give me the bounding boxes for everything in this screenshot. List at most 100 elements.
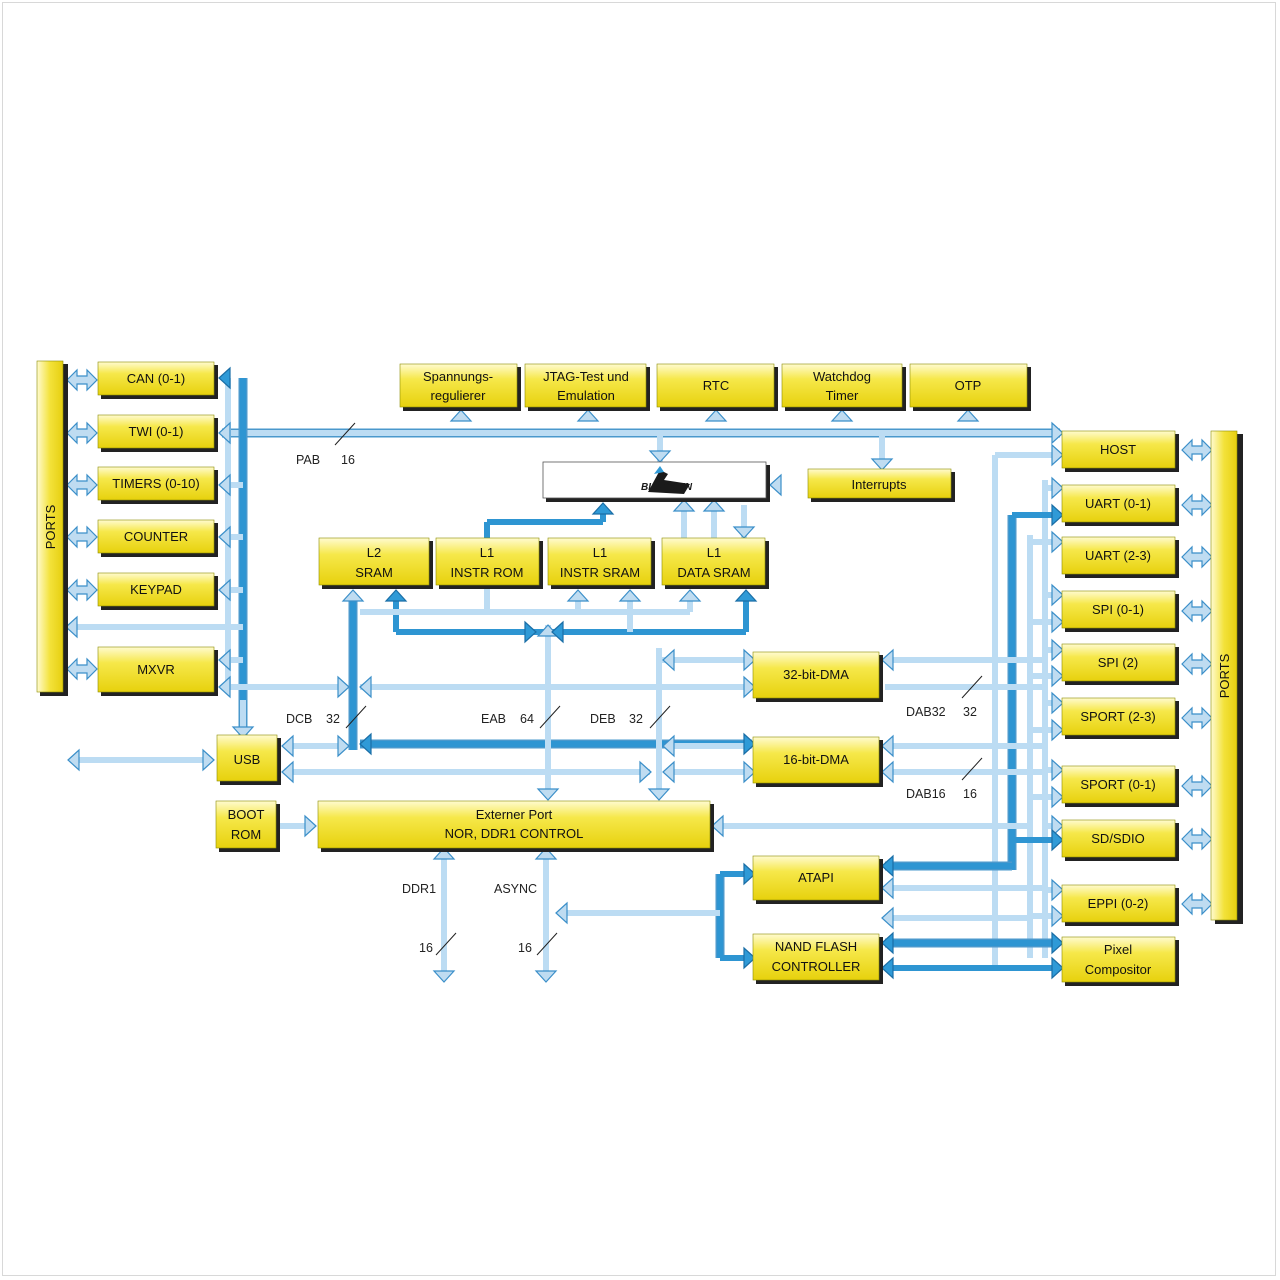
svg-text:SPORT (0-1): SPORT (0-1)	[1080, 777, 1155, 792]
uart01-block: UART (0-1)	[1061, 484, 1179, 526]
l1-instr-rom-block: L1 INSTR ROM	[435, 537, 543, 589]
svg-text:TWI (0-1): TWI (0-1)	[129, 424, 184, 439]
pixel-compositor-block: Pixel Compositor	[1061, 936, 1179, 986]
svg-text:L1: L1	[593, 545, 607, 560]
svg-text:L2: L2	[367, 545, 381, 560]
ports-left-label: PORTS	[43, 504, 58, 549]
svg-text:SPI (0-1): SPI (0-1)	[1092, 602, 1144, 617]
svg-text:COUNTER: COUNTER	[124, 529, 188, 544]
svg-text:CAN (0-1): CAN (0-1)	[127, 371, 186, 386]
nand-flash-controller-block: NAND FLASH CONTROLLER	[752, 933, 883, 984]
external-port-block: Externer Port NOR, DDR1 CONTROL	[317, 800, 714, 852]
pab-width: 16	[341, 453, 355, 467]
svg-text:Compositor: Compositor	[1085, 962, 1152, 977]
l1-instr-sram-block: L1 INSTR SRAM	[547, 537, 655, 589]
svg-text:regulierer: regulierer	[431, 388, 487, 403]
spannungsregulierer-block: Spannungs- regulierer	[399, 363, 521, 411]
svg-text:32-bit-DMA: 32-bit-DMA	[783, 667, 849, 682]
ports-left-bar: PORTS	[36, 360, 68, 696]
otp-block: OTP	[909, 363, 1031, 411]
svg-text:SPI (2): SPI (2)	[1098, 655, 1138, 670]
eab-width: 64	[520, 712, 534, 726]
svg-text:TIMERS (0-10): TIMERS (0-10)	[112, 476, 199, 491]
svg-text:OTP: OTP	[955, 378, 982, 393]
svg-text:MXVR: MXVR	[137, 662, 175, 677]
counter-block: COUNTER	[97, 519, 218, 557]
svg-text:Timer: Timer	[826, 388, 859, 403]
svg-text:UART (2-3): UART (2-3)	[1085, 548, 1151, 563]
svg-text:16-bit-DMA: 16-bit-DMA	[783, 752, 849, 767]
arrow-heads	[65, 366, 1213, 983]
usb-block: USB	[216, 734, 281, 785]
rtc-block: RTC	[656, 363, 778, 411]
svg-text:SD/SDIO: SD/SDIO	[1091, 831, 1144, 846]
svg-text:INSTR SRAM: INSTR SRAM	[560, 565, 640, 580]
dab32-label: DAB32	[906, 705, 946, 719]
dcb-width: 32	[326, 712, 340, 726]
ports-right-bar: PORTS	[1210, 430, 1243, 924]
svg-text:HOST: HOST	[1100, 442, 1136, 457]
svg-text:JTAG-Test und: JTAG-Test und	[543, 369, 629, 384]
l1-data-sram-block: L1 DATA SRAM	[661, 537, 769, 589]
dab32-width: 32	[963, 705, 977, 719]
svg-text:ATAPI: ATAPI	[798, 870, 834, 885]
ddr1-width: 16	[419, 941, 433, 955]
host-block: HOST	[1061, 430, 1179, 472]
svg-text:SPORT (2-3): SPORT (2-3)	[1080, 709, 1155, 724]
svg-text:L1: L1	[480, 545, 494, 560]
svg-text:INSTR ROM: INSTR ROM	[451, 565, 524, 580]
svg-text:CONTROLLER: CONTROLLER	[772, 959, 861, 974]
svg-text:Watchdog: Watchdog	[813, 369, 871, 384]
async-width: 16	[518, 941, 532, 955]
svg-text:Emulation: Emulation	[557, 388, 615, 403]
blackfin-core: BLACKFIN	[542, 461, 770, 502]
jtag-block: JTAG-Test und Emulation	[524, 363, 650, 411]
mxvr-block: MXVR	[97, 646, 218, 696]
dma16-block: 16-bit-DMA	[752, 736, 883, 787]
svg-text:Spannungs-: Spannungs-	[423, 369, 493, 384]
svg-text:L1: L1	[707, 545, 721, 560]
interrupts-block: Interrupts	[807, 468, 955, 502]
svg-text:BOOT: BOOT	[228, 807, 265, 822]
pab-label: PAB	[296, 453, 320, 467]
svg-text:Externer Port: Externer Port	[476, 807, 553, 822]
svg-text:UART (0-1): UART (0-1)	[1085, 496, 1151, 511]
timers-block: TIMERS (0-10)	[97, 466, 218, 504]
bus-labels: PAB 16 DCB 32 EAB 64 DEB 32 DAB32 32 DAB…	[286, 422, 983, 956]
svg-text:ROM: ROM	[231, 827, 261, 842]
sport01-block: SPORT (0-1)	[1061, 765, 1179, 807]
sport23-block: SPORT (2-3)	[1061, 697, 1179, 739]
keypad-block: KEYPAD	[97, 572, 218, 610]
svg-text:KEYPAD: KEYPAD	[130, 582, 182, 597]
dab16-label: DAB16	[906, 787, 946, 801]
dcb-label: DCB	[286, 712, 312, 726]
twi-block: TWI (0-1)	[97, 414, 218, 452]
blackfin-logo-icon: BLACKFIN	[641, 466, 693, 494]
svg-text:Pixel: Pixel	[1104, 942, 1132, 957]
boot-rom-block: BOOT ROM	[215, 800, 280, 852]
uart23-block: UART (2-3)	[1061, 536, 1179, 578]
svg-text:RTC: RTC	[703, 378, 729, 393]
bus-lines	[72, 378, 1060, 978]
watchdog-block: Watchdog Timer	[781, 363, 906, 411]
svg-text:BLACKFIN: BLACKFIN	[641, 482, 693, 493]
atapi-block: ATAPI	[752, 855, 883, 904]
ddr1-label: DDR1	[402, 882, 436, 896]
can-block: CAN (0-1)	[97, 361, 218, 399]
svg-text:NOR, DDR1 CONTROL: NOR, DDR1 CONTROL	[445, 826, 584, 841]
svg-text:EPPI (0-2): EPPI (0-2)	[1088, 896, 1149, 911]
ports-right-label: PORTS	[1217, 653, 1232, 698]
spi01-block: SPI (0-1)	[1061, 590, 1179, 632]
dab16-width: 16	[963, 787, 977, 801]
dma32-block: 32-bit-DMA	[752, 651, 883, 702]
sdsdio-block: SD/SDIO	[1061, 819, 1179, 861]
eab-label: EAB	[481, 712, 506, 726]
deb-label: DEB	[590, 712, 616, 726]
svg-text:DATA SRAM: DATA SRAM	[677, 565, 750, 580]
deb-width: 32	[629, 712, 643, 726]
svg-text:Interrupts: Interrupts	[852, 477, 907, 492]
eppi-block: EPPI (0-2)	[1061, 884, 1179, 926]
l2-sram-block: L2 SRAM	[318, 537, 433, 589]
